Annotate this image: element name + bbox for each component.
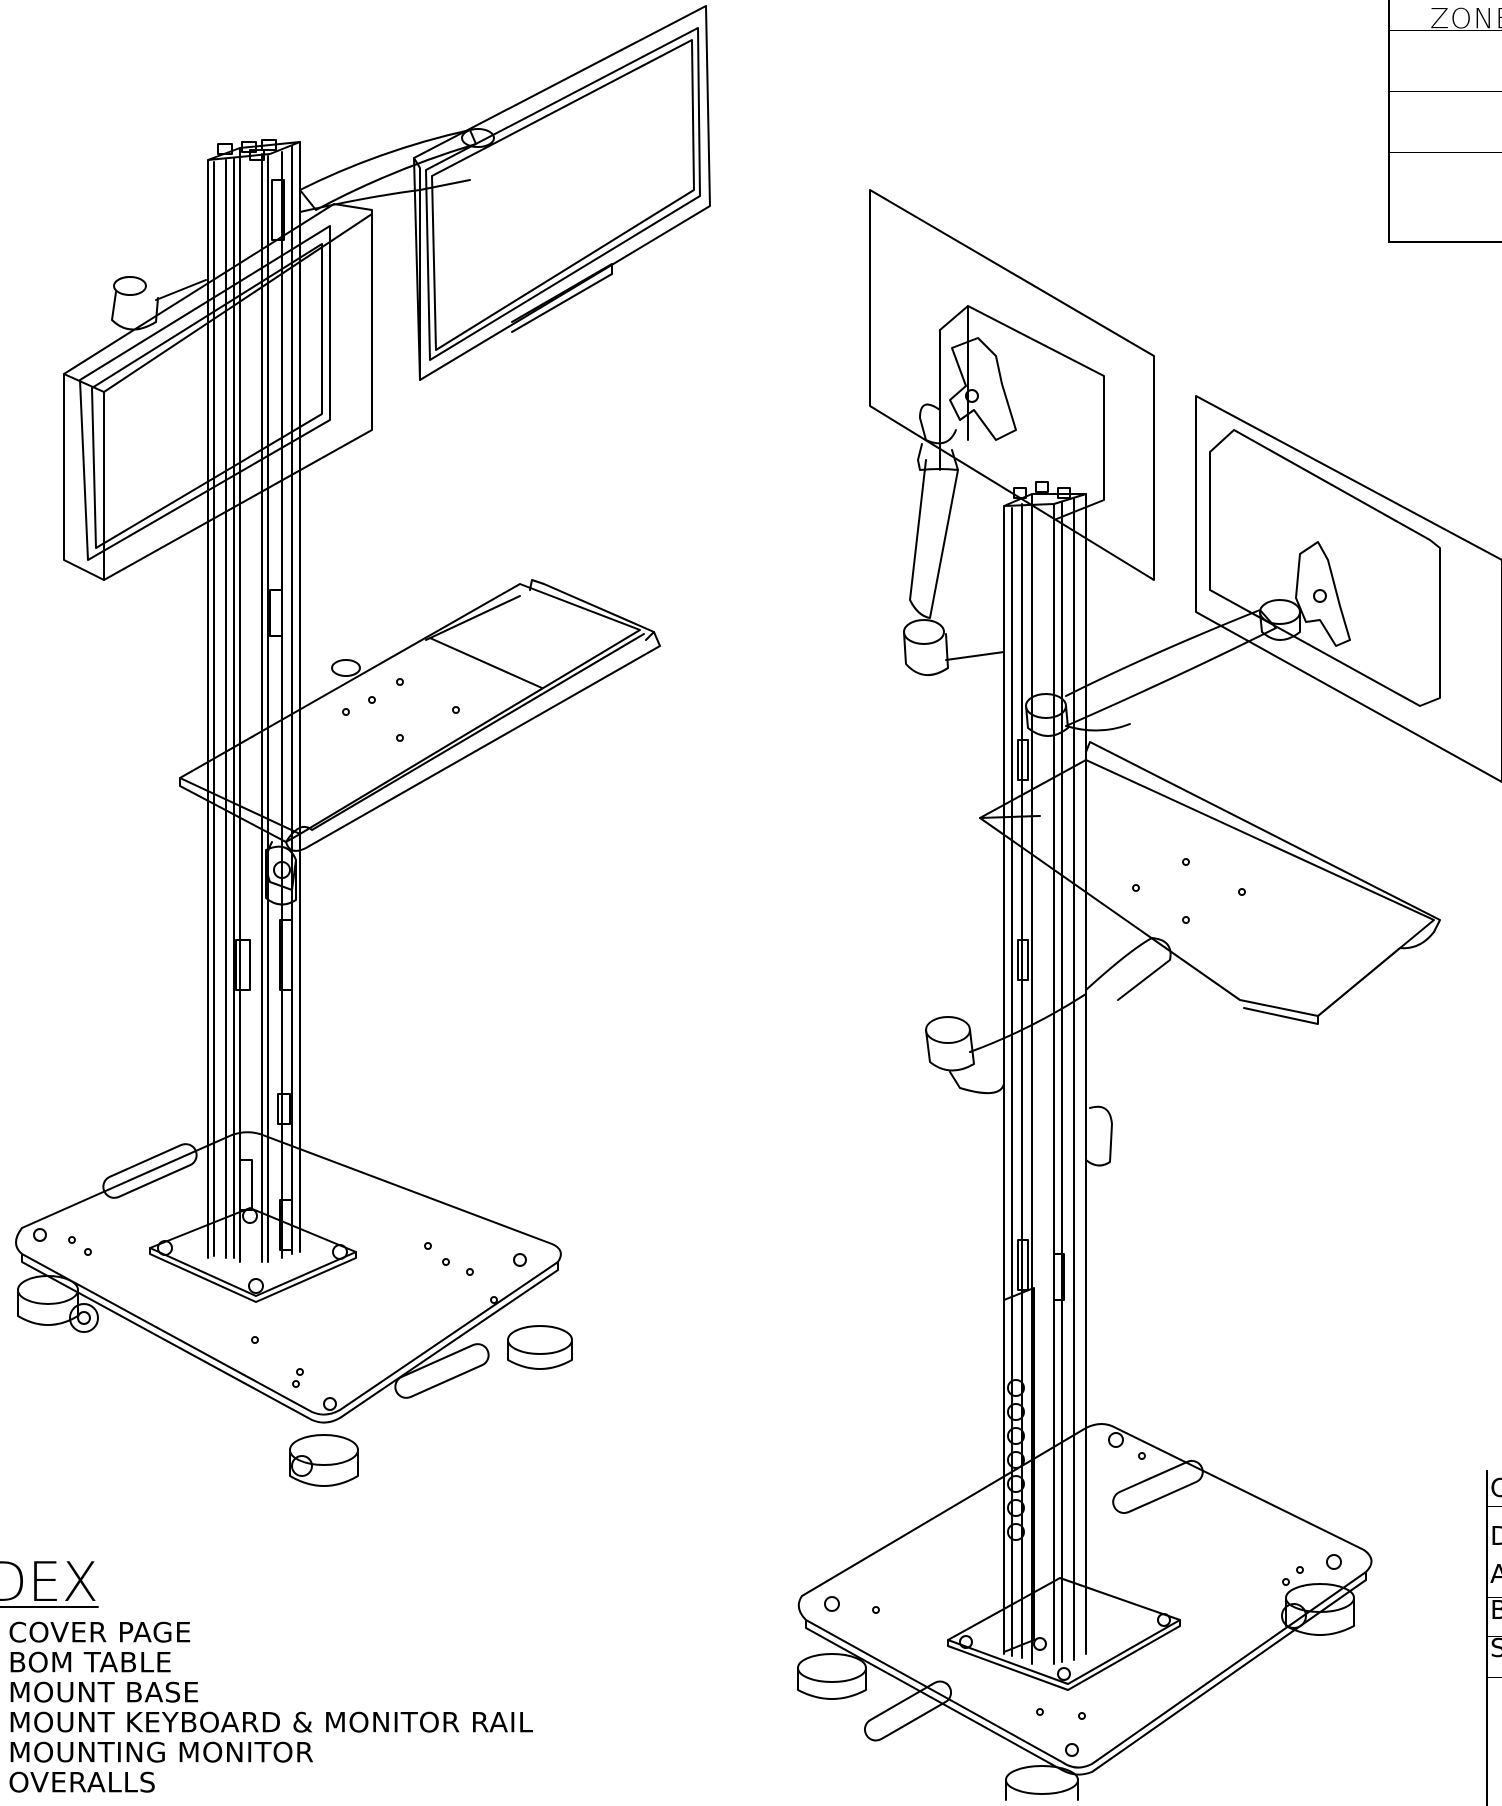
power-strip <box>1003 1287 1035 1653</box>
right-monitor <box>1195 395 1502 783</box>
title-block-letter: B <box>1490 1598 1502 1624</box>
caster <box>289 1434 359 1487</box>
back-monitor <box>869 189 1155 581</box>
title-block-row <box>1488 1470 1502 1507</box>
title-block-row <box>1488 1598 1502 1637</box>
index-title: DEX <box>0 1551 99 1614</box>
revision-row <box>1390 31 1502 92</box>
left-monitor <box>63 203 373 581</box>
title-block-row <box>1488 1507 1502 1598</box>
revision-row <box>1390 92 1502 153</box>
index-item-bom-table: BOM TABLE <box>8 1646 173 1679</box>
right-monitor <box>413 5 711 381</box>
title-block-letter: C <box>1490 1476 1502 1502</box>
zone-header: ZONE <box>1430 2 1502 35</box>
caster <box>17 1275 99 1333</box>
index-item-mount-keyboard-monitor-rail: MOUNT KEYBOARD & MONITOR RAIL <box>8 1706 534 1739</box>
left-stand <box>15 5 711 1487</box>
right-stand <box>797 189 1502 1801</box>
title-block-letter: S <box>1490 1636 1502 1662</box>
caster <box>507 1325 573 1370</box>
keyboard-tray <box>179 579 661 852</box>
index-item-mount-base: MOUNT BASE <box>8 1676 201 1709</box>
index-item-mounting-monitor: MOUNTING MONITOR <box>8 1736 315 1769</box>
title-block-row <box>1488 1637 1502 1678</box>
title-block-letter: A <box>1490 1562 1502 1588</box>
keyboard-tray <box>979 741 1441 1025</box>
index-item-cover-page: COVER PAGE <box>8 1616 193 1649</box>
index-item-overalls: OVERALLS <box>8 1766 157 1799</box>
revision-table-header-row: ZONE <box>1390 0 1502 35</box>
revision-table: ZONE <box>1388 0 1502 243</box>
title-block <box>1486 1470 1502 1806</box>
title-block-letter: D <box>1490 1524 1502 1550</box>
index-list: COVER PAGE BOM TABLE MOUNT BASE MOUNT KE… <box>8 1618 534 1798</box>
